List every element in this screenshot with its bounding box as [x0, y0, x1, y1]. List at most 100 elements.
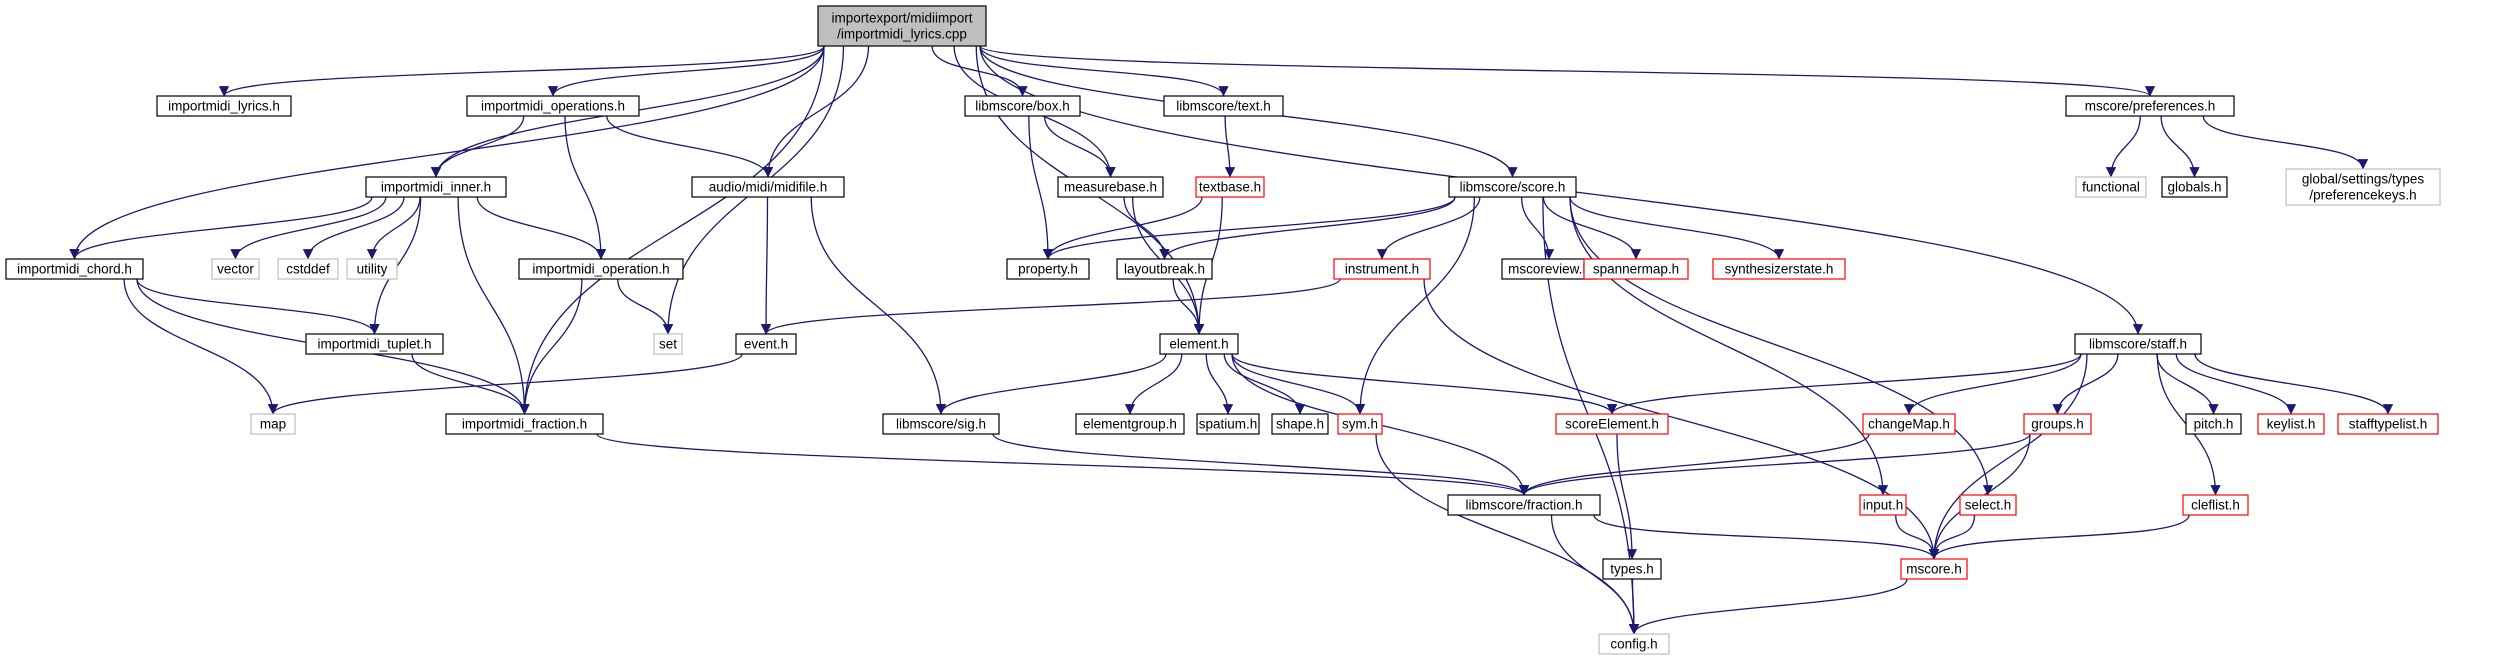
node-groups-h[interactable]: groups.h [2023, 413, 2092, 435]
node-label: stafftypelist.h [2349, 417, 2428, 432]
node-box [691, 176, 845, 198]
node-measurebase-h[interactable]: measurebase.h [1057, 176, 1164, 198]
node-importmidi-operations-h[interactable]: importmidi_operations.h [466, 95, 640, 117]
edge-sig-h-to-fraction-h [992, 433, 1530, 496]
node-box [2075, 176, 2147, 198]
node-config-h[interactable]: config.h [1598, 633, 1670, 655]
node-label: spatium.h [1199, 417, 1258, 432]
node-fraction-h[interactable]: libmscore/fraction.h [1447, 494, 1601, 516]
node-importmidi-inner-h[interactable]: importmidi_inner.h [365, 176, 507, 198]
node-score-h[interactable]: libmscore/score.h [1448, 176, 1577, 198]
edge-importmidi-inner-h-to-vector [230, 196, 387, 260]
node-cleflist-h[interactable]: cleflist.h [2182, 494, 2249, 516]
edge-instrument-h-to-event-h [760, 278, 1341, 335]
node-functional[interactable]: functional [2075, 176, 2147, 198]
node-stafftypelist-h[interactable]: stafftypelist.h [2337, 413, 2439, 435]
node-box [1163, 95, 1284, 117]
node-box-h[interactable]: libmscore/box.h [964, 95, 1081, 117]
node-importmidi-fraction-h[interactable]: importmidi_fraction.h [445, 413, 604, 435]
node-element-h[interactable]: element.h [1159, 333, 1239, 355]
node-label: /importmidi_lyrics.cpp [837, 27, 967, 42]
node-label: map [260, 417, 286, 432]
node-text-h[interactable]: libmscore/text.h [1163, 95, 1284, 117]
node-label: mscore.h [1906, 562, 1962, 577]
node-box [277, 258, 339, 280]
node-label: keylist.h [2267, 417, 2316, 432]
edge-score-h-to-layoutbreak-h [1159, 196, 1456, 260]
node-mscoreview-h[interactable]: mscoreview.h [1501, 258, 1597, 280]
node-preferences-h[interactable]: mscore/preferences.h [2065, 95, 2235, 117]
node-property-h[interactable]: property.h [1006, 258, 1090, 280]
node-label: functional [2082, 180, 2140, 195]
node-sig-h[interactable]: libmscore/sig.h [882, 413, 1000, 435]
edge-staff-h-to-mscore-h [1928, 353, 2088, 560]
edge-staff-h-to-scoreelement-h [1606, 353, 2082, 415]
node-label: changeMap.h [1868, 417, 1950, 432]
edge-importmidi-inner-h-to-importmidi-operation-h [476, 196, 607, 260]
node-sym-h[interactable]: sym.h [1337, 413, 1383, 435]
node-label: synthesizerstate.h [1725, 262, 1834, 277]
node-preferencekeys-h[interactable]: global/settings/types/preferencekeys.h [2285, 168, 2441, 206]
node-types-h[interactable]: types.h [1602, 558, 1662, 580]
node-textbase-h[interactable]: textbase.h [1195, 176, 1265, 198]
node-spatium-h[interactable]: spatium.h [1196, 413, 1260, 435]
node-map[interactable]: map [250, 413, 296, 435]
node-scoreelement-h[interactable]: scoreElement.h [1555, 413, 1669, 435]
node-select-h[interactable]: select.h [1959, 494, 2017, 516]
node-pitch-h[interactable]: pitch.h [2185, 413, 2242, 435]
node-label: /preferencekeys.h [2309, 188, 2416, 203]
node-label: importmidi_lyrics.h [168, 99, 280, 114]
edge-fraction-h-to-mscore-h [1593, 514, 1940, 560]
node-label: importmidi_operations.h [481, 99, 625, 114]
node-mscore-h[interactable]: mscore.h [1900, 558, 1968, 580]
node-root[interactable]: importexport/midiimport/importmidi_lyric… [817, 5, 987, 47]
node-label: importexport/midiimport [831, 11, 972, 26]
node-box [653, 333, 683, 355]
node-box [466, 95, 640, 117]
edge-element-h-to-spatium-h [1205, 353, 1234, 415]
node-input-h[interactable]: input.h [1859, 494, 1907, 516]
edge-preferences-h-to-functional [2105, 115, 2141, 178]
node-utility[interactable]: utility [346, 258, 398, 280]
node-instrument-h[interactable]: instrument.h [1333, 258, 1431, 280]
node-elementgroup-h[interactable]: elementgroup.h [1075, 413, 1185, 435]
node-keylist-h[interactable]: keylist.h [2257, 413, 2325, 435]
node-importmidi-operation-h[interactable]: importmidi_operation.h [518, 258, 684, 280]
edge-importmidi-chord-h-to-map [123, 278, 279, 415]
node-globals-h[interactable]: globals.h [2161, 176, 2228, 198]
node-spannermap-h[interactable]: spannermap.h [1583, 258, 1689, 280]
node-synthesizerstate-h[interactable]: synthesizerstate.h [1712, 258, 1846, 280]
node-label: textbase.h [1199, 180, 1261, 195]
node-staff-h[interactable]: libmscore/staff.h [2074, 333, 2202, 355]
node-box [1195, 176, 1265, 198]
node-box [2337, 413, 2439, 435]
node-event-h[interactable]: event.h [735, 333, 797, 355]
edge-score-h-to-input-h [1569, 196, 1889, 496]
edge-score-h-to-instrument-h [1376, 196, 1481, 260]
node-importmidi-chord-h[interactable]: importmidi_chord.h [5, 258, 144, 280]
node-importmidi-lyrics-h[interactable]: importmidi_lyrics.h [156, 95, 292, 117]
node-importmidi-tuplet-h[interactable]: importmidi_tuplet.h [305, 333, 444, 355]
node-box [2161, 176, 2228, 198]
node-label: config.h [1610, 637, 1657, 652]
node-vector[interactable]: vector [211, 258, 260, 280]
node-label: element.h [1169, 337, 1228, 352]
node-box [2182, 494, 2249, 516]
node-label: shape.h [1276, 417, 1324, 432]
node-label: cleflist.h [2191, 498, 2240, 513]
edge-staff-h-to-stafftypelist-h [2194, 353, 2394, 415]
node-midifile-h[interactable]: audio/midi/midifile.h [691, 176, 845, 198]
node-set[interactable]: set [653, 333, 683, 355]
edge-score-h-to-spannermap-h [1542, 196, 1642, 260]
node-cstddef[interactable]: cstddef [277, 258, 339, 280]
edge-importmidi-inner-h-to-importmidi-chord-h [69, 196, 373, 260]
node-box [882, 413, 1000, 435]
edge-element-h-to-scoreelement-h [1231, 353, 1618, 415]
node-label: select.h [1965, 498, 2012, 513]
node-shape-h[interactable]: shape.h [1271, 413, 1329, 435]
node-box [735, 333, 797, 355]
node-changemap-h[interactable]: changeMap.h [1862, 413, 1956, 435]
node-layoutbreak-h[interactable]: layoutbreak.h [1116, 258, 1213, 280]
edge-staff-h-to-keylist-h [2175, 353, 2297, 415]
